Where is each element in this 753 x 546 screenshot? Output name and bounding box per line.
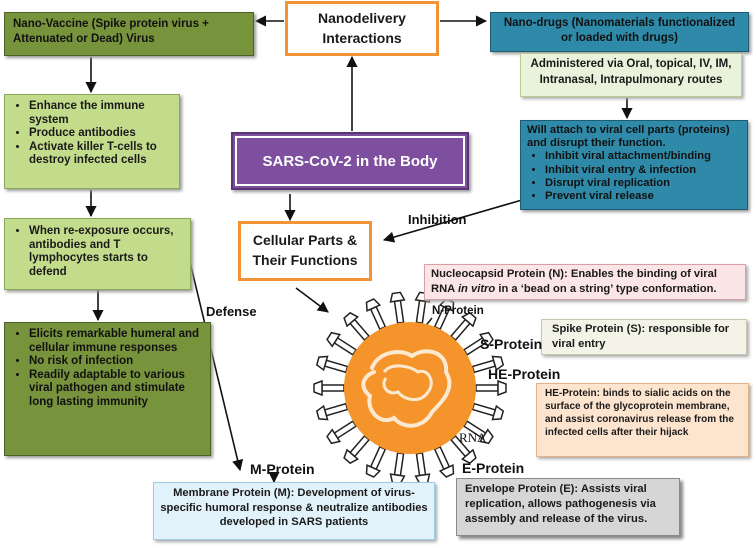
drug-action-intro: Will attach to viral cell parts (protein… (527, 124, 730, 150)
virus-spike (365, 445, 387, 478)
drug-action-item: Inhibit viral attachment/binding (545, 150, 741, 163)
s-protein-label: S-Protein (480, 336, 543, 352)
arrow-cellular-to-virus (295, 287, 329, 313)
immune-effects-box: Enhance the immune system Produce antibo… (4, 94, 180, 189)
cellular-parts-box: Cellular Parts & Their Functions (238, 221, 372, 281)
envelope-box: Envelope Protein (E): Assists viral repl… (456, 478, 680, 536)
virus-spike (313, 379, 345, 397)
virus-spike (475, 379, 507, 397)
virus-spike (389, 452, 406, 485)
rna-label: RNA (459, 430, 487, 445)
arrow-defense (189, 261, 244, 472)
virus-spike (315, 355, 349, 374)
responses-list: Elicits remarkable humeral and cellular … (9, 328, 206, 409)
virus-spike (326, 420, 358, 445)
drug-action-item: Prevent viral release (545, 190, 741, 203)
nucleocapsid-box: Nucleocapsid Protein (N): Enables the bi… (424, 264, 746, 300)
n-protein-label: N-Protein (432, 305, 484, 317)
nano-vaccine-box: Nano-Vaccine (Spike protein virus + Atte… (4, 12, 254, 56)
nucleocapsid-text-b: in a ‘bead on a string’ type conformatio… (495, 283, 717, 296)
immune-effect-item: Produce antibodies (29, 127, 175, 141)
spike-box: Spike Protein (S): responsible for viral… (541, 319, 747, 355)
reexposure-list: When re-exposure occurs, antibodies and … (9, 225, 186, 279)
nano-vaccine-text: Nano-Vaccine (Spike protein virus + Atte… (13, 18, 209, 45)
virus-spike (365, 298, 387, 331)
virus-spike (414, 452, 431, 485)
cellular-parts-title: Cellular Parts & Their Functions (252, 232, 358, 268)
envelope-text: Envelope Protein (E): Assists viral repl… (465, 483, 656, 526)
he-desc-box: HE-Protein: binds to sialic acids on the… (536, 383, 749, 457)
reexposure-box: When re-exposure occurs, antibodies and … (4, 218, 191, 290)
he-desc-text: HE-Protein: binds to sialic acids on the… (545, 388, 734, 438)
virus-spike (471, 355, 505, 374)
drug-action-item: Inhibit viral entry & infection (545, 164, 741, 177)
virus-spike (343, 434, 371, 465)
nanodelivery-title: Nanodelivery Interactions (318, 9, 406, 46)
sars-cov2-box: SARS-CoV-2 in the Body (231, 132, 469, 190)
virus-spike (389, 291, 406, 324)
immune-effect-item: Activate killer T-cells to destroy infec… (29, 141, 175, 168)
inhibition-label: Inhibition (408, 212, 467, 227)
e-protein-label: E-Protein (462, 460, 525, 476)
nanodelivery-box: Nanodelivery Interactions (285, 1, 439, 56)
drug-action-box: Will attach to viral cell parts (protein… (520, 120, 748, 210)
immune-effects-list: Enhance the immune system Produce antibo… (9, 100, 175, 168)
administered-text: Administered via Oral, topical, IV, IM, … (530, 58, 732, 86)
virus-body (344, 322, 476, 454)
response-item: Elicits remarkable humeral and cellular … (29, 328, 206, 355)
virus-spike (433, 298, 455, 331)
membrane-box: Membrane Protein (M): Development of vir… (153, 482, 435, 540)
virus-illustration (313, 291, 507, 485)
virus-spike (433, 445, 455, 478)
response-item: Readily adaptable to various viral patho… (29, 369, 206, 410)
defense-label: Defense (206, 304, 257, 319)
drug-action-item: Disrupt viral replication (545, 177, 741, 190)
drug-action-list: Inhibit viral attachment/binding Inhibit… (527, 150, 741, 203)
nano-drugs-text: Nano-drugs (Nanomaterials functionalized… (503, 17, 736, 44)
reexposure-item: When re-exposure occurs, antibodies and … (29, 225, 186, 279)
spike-text: Spike Protein (S): responsible for viral… (552, 323, 730, 351)
nano-drugs-box: Nano-drugs (Nanomaterials functionalized… (490, 12, 749, 52)
virus-spike (315, 402, 349, 421)
sars-cov2-title: SARS-CoV-2 in the Body (262, 152, 438, 170)
virus-spike (449, 311, 477, 342)
nucleocapsid-italic: in vitro (457, 283, 496, 296)
virus-spike (462, 420, 494, 445)
virus-spike (471, 402, 505, 421)
nucleocapsid-text-a: Nucleocapsid Protein (N): Enables the bi… (431, 268, 717, 296)
immune-effect-item: Enhance the immune system (29, 100, 175, 127)
administered-box: Administered via Oral, topical, IV, IM, … (520, 53, 742, 97)
response-item: No risk of infection (29, 355, 206, 369)
virus-spike (326, 331, 358, 356)
he-protein-label: HE-Protein (488, 366, 561, 382)
membrane-text: Membrane Protein (M): Development of vir… (160, 487, 428, 529)
m-protein-label: M-Protein (250, 461, 315, 477)
arrow-inhibition (382, 199, 523, 243)
rna-strand (361, 349, 452, 428)
responses-box: Elicits remarkable humeral and cellular … (4, 322, 211, 456)
